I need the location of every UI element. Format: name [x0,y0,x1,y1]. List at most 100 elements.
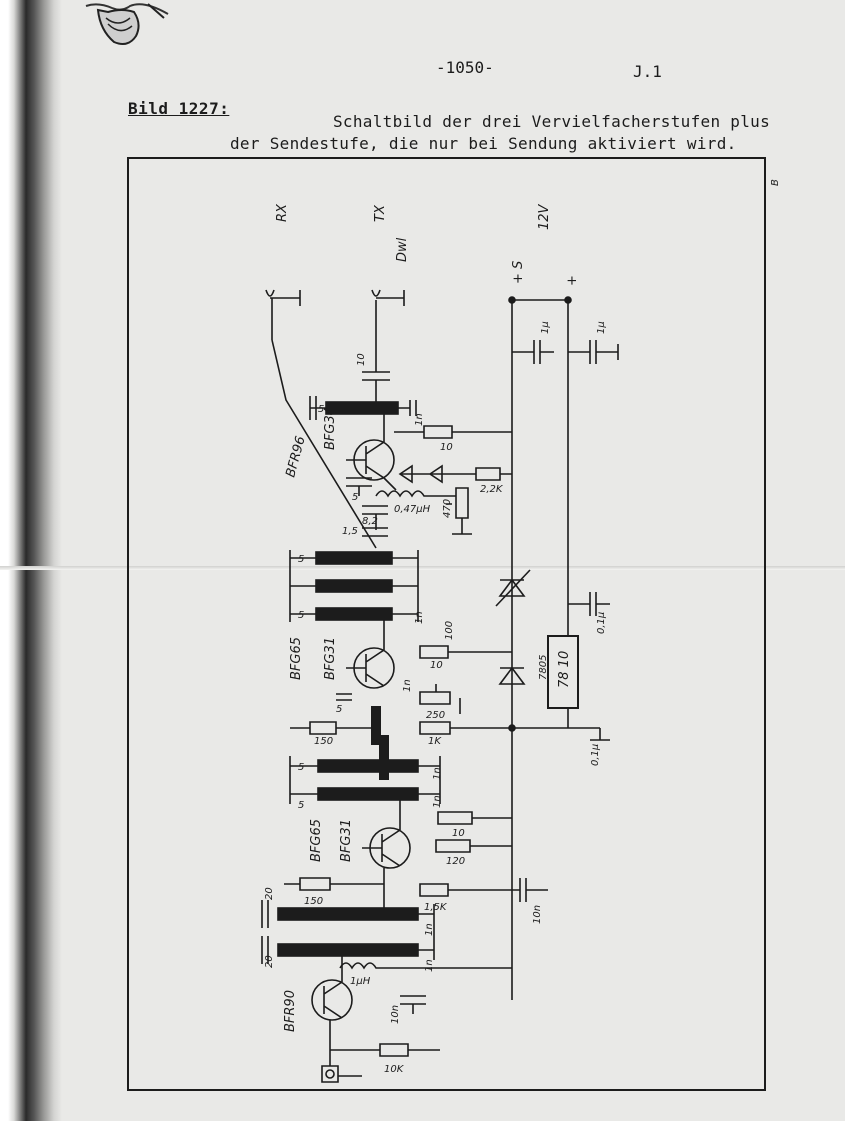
capacitor-5-e [336,693,352,701]
value-r-10-c: 10 [452,828,465,839]
rx-label: RX [275,203,290,222]
value-c-20-b: 20 [264,955,275,968]
resistor-150 [290,721,376,735]
page-number: -1050- [436,58,494,77]
value-c-8-2: 8,2 [362,516,378,527]
tx-connector [371,289,405,372]
value-r-250: 250 [426,710,445,721]
resistor-1-5k [419,883,512,897]
tx-note: Dwl [395,237,410,262]
bfr96-rx-line [271,339,377,549]
capacitor-10n-b [400,995,426,1014]
value-r-470: 470 [442,499,453,518]
value-r-10-b: 10 [430,660,443,671]
resistor-10-a [394,425,512,439]
potentiometer-470 [446,487,472,535]
inductor-1uh [339,962,512,970]
value-c-01u-a: 0,1µ [596,612,607,634]
scan-binding-edge [0,0,62,1121]
capacitor-01u-b [590,728,610,741]
stripline-5 [317,787,419,801]
inductor-047uh [375,490,456,498]
value-c-5-b: 5 [352,492,358,503]
transistor-bfr90 [311,979,353,1021]
plus-label: + [565,275,580,286]
value-l-047: 0,47µH [394,504,431,515]
value-r-100: 100 [444,621,455,640]
resistor-100 [419,645,512,659]
value-c-1n-g: 1n [424,959,435,972]
value-c-1u-a: 1µ [540,321,551,334]
value-c-5-g: 5 [298,800,304,811]
stripline-7 [277,943,419,957]
diode-bottom [498,666,526,685]
value-r-1k: 1K [428,736,442,747]
capacitor-5-a [346,477,372,496]
diode-pair [398,464,476,484]
schematic-frame [127,157,766,1091]
corner-mark: B [770,179,781,186]
resistor-1k [419,721,512,735]
value-r-2k2: 2,2K [480,484,504,495]
value-c-5-e: 5 [336,704,342,715]
regulator-7810 [547,635,579,709]
value-c-10n: 10n [532,905,543,924]
value-c-1n-f: 1n [424,923,435,936]
figure-label: Bild 1227: [128,99,230,118]
capacitor-tx-coupling [362,371,390,404]
capacitor-1u-a [512,340,554,364]
value-r-150-b: 150 [304,896,323,907]
stripline-2 [315,579,393,593]
value-c-20-a: 20 [264,887,275,900]
stripline-4 [317,759,419,773]
capacitor-01u-a [568,592,610,616]
value-c-1u-b: 1µ [596,321,607,334]
capacitor-1u-b [568,340,619,364]
transistor-label-bfg31-b: BFG31 [339,819,354,862]
caption-line-1: Schaltbild der drei Vervielfacherstufen … [333,112,771,131]
value-r-150: 150 [314,736,333,747]
varactor-diode [495,569,531,607]
value-c-5-c: 5 [298,554,304,565]
value-r-1-5k: 1,5K [424,902,448,913]
capacitor-1-5 [362,527,388,537]
value-c-1n-c: 1n [402,679,413,692]
capacitor-10n [512,878,548,902]
regulator-label: 78 10 [557,651,572,688]
stripline-1 [315,551,393,565]
value-r-10k: 10K [384,1064,405,1075]
value-c-1n-b: 1n [414,611,425,624]
value-c-1n-a: 1n [414,413,425,426]
stripline-6 [277,907,419,921]
transistor-label-bfg34: BFG34 [323,407,338,450]
input-connector [321,1020,362,1083]
caption-line-2: der Sendestufe, die nur bei Sendung akti… [230,134,737,153]
resistor-120 [435,839,512,853]
supply-rail-plus [512,299,569,636]
transistor-label-bfg31-a: BFG31 [323,637,338,680]
transistor-label-bfr90: BFR90 [283,990,298,1032]
transistor-label-bfg65-a: BFG65 [289,637,304,680]
value-r-10-a: 10 [440,442,453,453]
doodle-sketch [85,3,169,45]
voltage-label: 12V [537,203,552,230]
regulator-note: 7805 [538,655,549,680]
potentiometer-250 [419,684,461,714]
transistor-label-bfr96: BFR96 [283,435,308,479]
value-c-5-f: 5 [298,762,304,773]
resistor-10k [330,1043,440,1057]
value-l-1uh: 1µH [350,976,371,987]
value-c-1-5: 1,5 [342,526,358,537]
value-c-10n-b: 10n [390,1005,401,1024]
rx-connector [265,289,301,340]
plus-s-label: + S [511,261,526,284]
value-r-120: 120 [446,856,465,867]
value-c-10: 10 [356,353,367,366]
resistor-2k2 [475,467,512,481]
tx-label: TX [373,204,388,222]
value-c-01u-b: 0,1µ [590,744,601,766]
value-c-5-a: 5 [318,404,324,415]
resistor-10-c [437,811,512,825]
section-label: J.1 [633,62,662,81]
